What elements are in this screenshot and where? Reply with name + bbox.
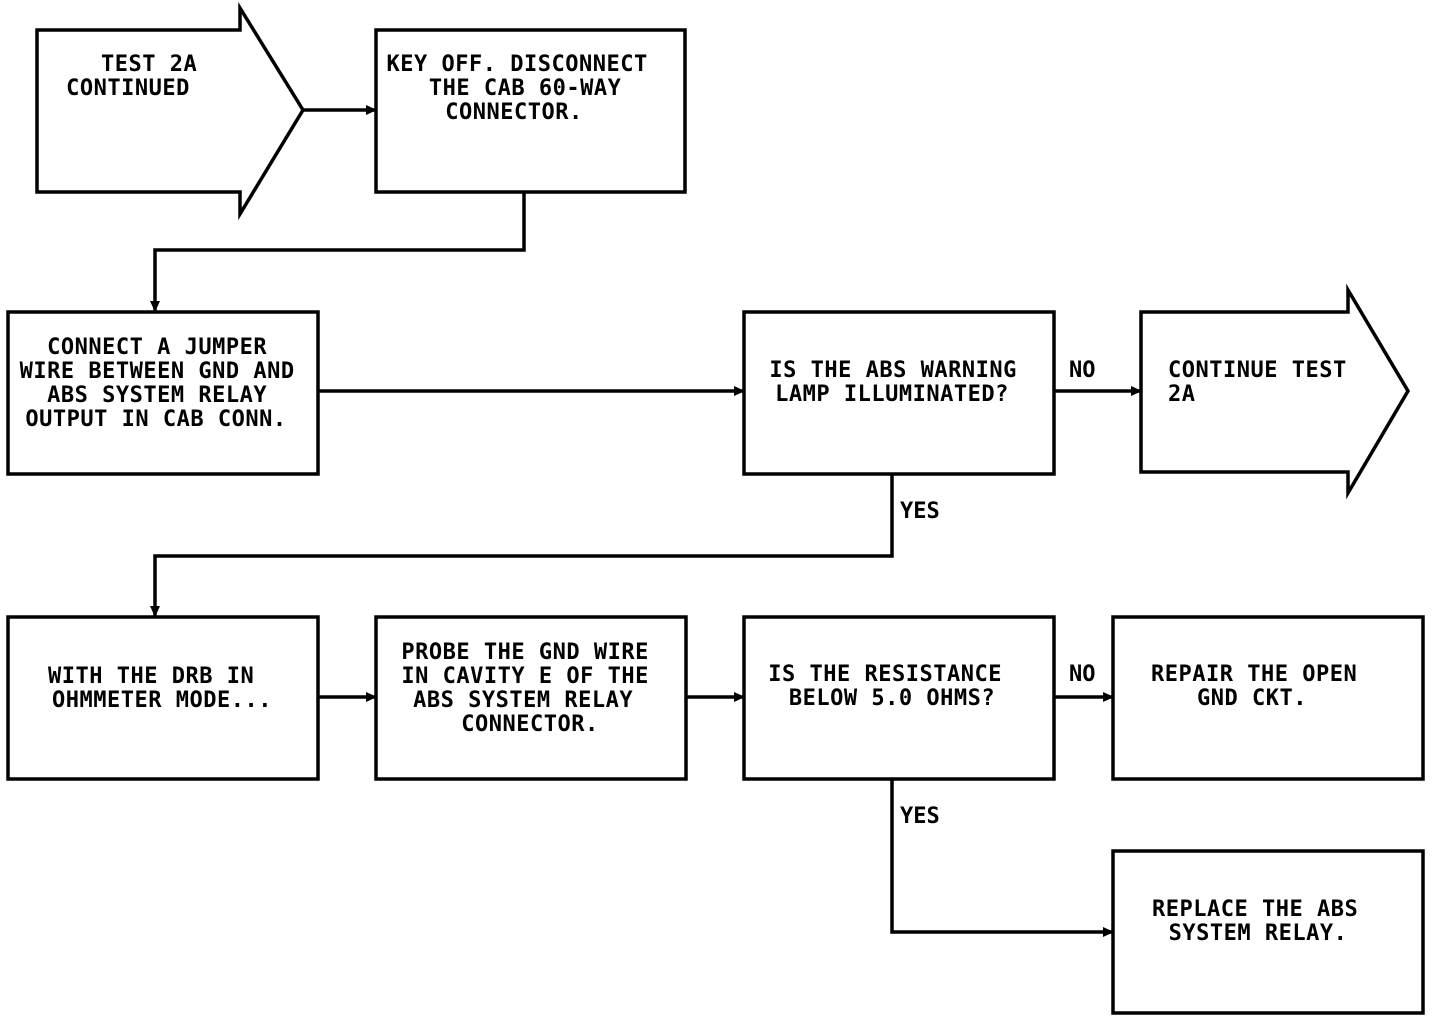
node-probe: PROBE THE GND WIRE IN CAVITY E OF THE AB… <box>374 615 688 781</box>
edge-resistance-yes <box>890 779 1113 934</box>
continue-test-line-2: 2A <box>1168 382 1196 407</box>
continue-test-line-1: CONTINUE TEST <box>1168 358 1347 383</box>
node-replace: REPLACE THE ABS SYSTEM RELAY. <box>1111 849 1425 1015</box>
lamp-question-line-1: IS THE ABS WARNING <box>769 358 1016 383</box>
connect-jumper-box <box>6 310 320 476</box>
probe-line-4: CONNECTOR. <box>461 712 598 737</box>
connect-jumper-line-1: CONNECT A JUMPER <box>47 335 267 360</box>
connectors <box>153 108 1141 934</box>
repair-box <box>1111 615 1425 781</box>
node-lamp-question: IS THE ABS WARNING LAMP ILLUMINATED? <box>742 310 1056 476</box>
arrowhead-probe <box>366 692 377 702</box>
resistance-question-box <box>742 615 1056 781</box>
ohmmeter-line-2: OHMMETER MODE... <box>52 688 272 713</box>
arrowhead-jumper <box>150 301 160 312</box>
arrowhead-lamp <box>734 386 745 396</box>
key-off-line-3: CONNECTOR. <box>445 100 582 125</box>
node-connect-jumper: CONNECT A JUMPER WIRE BETWEEN GND AND AB… <box>6 310 320 476</box>
resistance-question-line-2: BELOW 5.0 OHMS? <box>789 686 995 711</box>
resistance-no-label: NO <box>1069 662 1096 687</box>
key-off-box <box>374 28 687 194</box>
replace-line-1: REPLACE THE ABS <box>1152 897 1358 922</box>
arrowhead-replace <box>1103 927 1114 937</box>
continue-arrow-shape <box>1139 283 1411 500</box>
start-line-2: CONTINUED <box>66 76 190 101</box>
replace-box <box>1111 849 1425 1015</box>
connect-jumper-line-2: WIRE BETWEEN GND AND <box>20 359 295 384</box>
node-repair: REPAIR THE OPEN GND CKT. <box>1111 615 1425 781</box>
probe-box <box>374 615 688 781</box>
edge-keyoff-to-jumper <box>153 192 526 312</box>
svg-text:PROBE THE GND WIRE IN CA: PROBE THE GND WIRE IN CAVITY E OF THE AB… <box>401 640 662 737</box>
probe-line-1: PROBE THE GND WIRE <box>401 640 648 665</box>
lamp-no-label: NO <box>1069 358 1096 383</box>
lamp-yes-label: YES <box>900 499 940 524</box>
connect-jumper-line-3: ABS SYSTEM RELAY <box>47 383 267 408</box>
arrowhead-continue <box>1131 386 1142 396</box>
svg-text:IS THE RESISTANCE BELOW: IS THE RESISTANCE BELOW 5.0 OHMS? <box>768 662 1015 711</box>
node-ohmmeter: WITH THE DRB IN OHMMETER MODE... <box>6 615 320 781</box>
resistance-question-line-1: IS THE RESISTANCE <box>768 662 1002 687</box>
arrowhead-ohmmeter <box>150 606 160 617</box>
lamp-question-box <box>742 310 1056 476</box>
repair-line-1: REPAIR THE OPEN <box>1151 662 1357 687</box>
svg-text:CONNECT A JUMPER WIRE BE: CONNECT A JUMPER WIRE BETWEEN GND AND AB… <box>20 335 309 432</box>
connect-jumper-line-4: OUTPUT IN CAB CONN. <box>25 407 286 432</box>
ohmmeter-box <box>6 615 320 781</box>
node-start: TEST 2A CONTINUED <box>35 1 306 221</box>
key-off-line-2: THE CAB 60-WAY <box>429 76 622 101</box>
replace-line-2: SYSTEM RELAY. <box>1169 921 1348 946</box>
arrowheads <box>150 105 1142 937</box>
probe-line-2: IN CAVITY E OF THE <box>401 664 648 689</box>
edge-labels: NO YES NO YES <box>900 358 1096 829</box>
edge-lamp-yes <box>153 474 894 617</box>
svg-text:IS THE ABS WARNING LAMP: IS THE ABS WARNING LAMP ILLUMINATED? <box>769 358 1030 407</box>
start-line-1: TEST 2A <box>101 52 197 77</box>
node-resistance-question: IS THE RESISTANCE BELOW 5.0 OHMS? <box>742 615 1056 781</box>
arrowhead-repair <box>1103 692 1114 702</box>
svg-text:REPLACE THE ABS SYSTEM R: REPLACE THE ABS SYSTEM RELAY. <box>1152 897 1372 946</box>
node-continue-test: CONTINUE TEST 2A <box>1139 283 1411 500</box>
svg-text:CONTINUE TEST 2A: CONTINUE TEST 2A <box>1168 358 1360 407</box>
key-off-line-1: KEY OFF. DISCONNECT <box>387 52 648 77</box>
ohmmeter-line-1: WITH THE DRB IN <box>48 664 254 689</box>
lamp-question-line-2: LAMP ILLUMINATED? <box>775 382 1009 407</box>
resistance-yes-label: YES <box>900 804 940 829</box>
arrowhead-keyoff <box>366 105 377 115</box>
svg-text:REPAIR THE OPEN GND CKT.: REPAIR THE OPEN GND CKT. <box>1151 662 1371 711</box>
arrowhead-resistance <box>734 692 745 702</box>
svg-text:WITH THE DRB IN OHMMETER: WITH THE DRB IN OHMMETER MODE... <box>48 664 272 713</box>
probe-line-3: ABS SYSTEM RELAY <box>413 688 633 713</box>
start-arrow-shape <box>35 1 306 221</box>
node-key-off: KEY OFF. DISCONNECT THE CAB 60-WAY CONNE… <box>374 28 687 194</box>
svg-text:KEY OFF. DISCONNECT THE: KEY OFF. DISCONNECT THE CAB 60-WAY CONNE… <box>387 52 662 125</box>
svg-text:TEST 2A CONTINUED: TEST 2A CONTINUED <box>66 52 211 101</box>
repair-line-2: GND CKT. <box>1197 686 1307 711</box>
